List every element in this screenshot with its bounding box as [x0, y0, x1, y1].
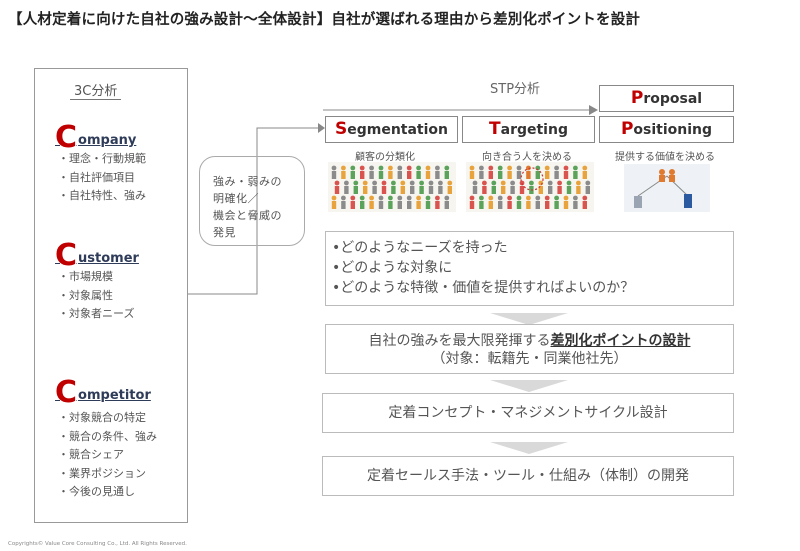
- differentiation-design-box: 自社の強みを最大限発揮する差別化ポイントの設計 （対象：転籍先・同業他社先）: [325, 324, 734, 374]
- copyright: Copyrights© Value Core Consulting Co., L…: [8, 541, 187, 547]
- people-segmentation-icon: [328, 162, 456, 212]
- proposal-rest: roposal: [643, 91, 703, 107]
- competitor-list: 対象競合の特定 競合の条件、強み 競合シェア 業界ポジション 今後の見通し: [58, 409, 157, 502]
- retention-concept-box: 定着コンセプト・マネジメントサイクル設計: [322, 393, 734, 433]
- swot-line: 発見: [213, 226, 236, 239]
- targeting-sub: 向き合う人を決める: [482, 152, 572, 163]
- list-item: 自社特性、強み: [58, 187, 146, 206]
- competitor-rest: ompetitor: [78, 388, 151, 403]
- list-item: 自社評価項目: [58, 169, 146, 188]
- competitor-initial: C: [55, 375, 78, 410]
- targeting-rest: argeting: [500, 122, 568, 138]
- list-item: 競合シェア: [58, 446, 157, 465]
- company-list: 理念・行動規範 自社評価項目 自社特性、強み: [58, 150, 146, 206]
- analysis-3c-box: [34, 68, 188, 523]
- positioning-box: Positioning: [599, 116, 734, 143]
- differentiation-emphasis: 差別化ポイントの設計: [550, 333, 691, 349]
- targeting-box: Targeting: [462, 116, 595, 143]
- customer-heading: Customer: [55, 238, 139, 273]
- connector-analysis-to-stp: [199, 127, 318, 295]
- competitor-heading: Competitor: [55, 375, 151, 410]
- list-item: 対象属性: [58, 287, 134, 306]
- list-item: 対象競合の特定: [58, 409, 157, 428]
- page-title: 【人材定着に向けた自社の強み設計～全体設計】自社が選ばれる理由から差別化ポイント…: [8, 12, 641, 28]
- positioning-network-icon: [624, 164, 710, 212]
- swot-line: 明確化／: [213, 192, 259, 205]
- question-item: どのようなニーズを持った: [332, 238, 733, 258]
- swot-line: 機会と脅威の: [213, 209, 282, 222]
- customer-list: 市場規模 対象属性 対象者ニーズ: [58, 268, 134, 324]
- company-heading: Company: [55, 120, 136, 155]
- retention-sales-box: 定着セールス手法・ツール・仕組み（体制）の開発: [322, 456, 734, 496]
- list-item: 業界ポジション: [58, 465, 157, 484]
- swot-line: 強み・弱みの: [213, 175, 282, 188]
- arrowhead-to-segmentation: [318, 123, 325, 133]
- proposal-box: Proposal: [599, 85, 734, 112]
- down-arrow-2: [490, 380, 568, 392]
- segmentation-rest: egmentation: [347, 122, 449, 138]
- customer-initial: C: [55, 238, 78, 273]
- company-rest: ompany: [78, 133, 137, 148]
- question-item: どのような特徴・価値を提供すればよいのか？: [332, 278, 733, 298]
- analysis-3c-label: 3C分析: [70, 80, 122, 100]
- down-arrow-1: [490, 313, 568, 325]
- list-item: 競合の条件、強み: [58, 428, 157, 447]
- swot-insight-box: 強み・弱みの 明確化／ 機会と脅威の 発見: [199, 156, 305, 246]
- targeting-initial: T: [489, 119, 501, 139]
- question-item: どのような対象に: [332, 258, 733, 278]
- positioning-sub: 提供する価値を決める: [615, 152, 715, 163]
- differentiation-prefix: 自社の強みを最大限発揮する: [368, 333, 551, 349]
- segmentation-initial: S: [334, 119, 348, 139]
- people-targeting-icon: [466, 162, 594, 212]
- list-item: 今後の見通し: [58, 483, 157, 502]
- segmentation-sub: 顧客の分類化: [355, 152, 415, 163]
- positioning-rest: ositioning: [633, 122, 713, 138]
- questions-box: どのようなニーズを持った どのような対象に どのような特徴・価値を提供すればよい…: [325, 231, 734, 306]
- segmentation-box: Segmentation: [325, 116, 458, 143]
- list-item: 理念・行動規範: [58, 150, 146, 169]
- differentiation-sub: （対象：転籍先・同業他社先）: [431, 351, 628, 367]
- proposal-initial: P: [630, 88, 644, 108]
- positioning-initial: P: [620, 119, 634, 139]
- down-arrow-3: [490, 442, 568, 454]
- stp-arrowhead: [589, 105, 598, 115]
- list-item: 市場規模: [58, 268, 134, 287]
- customer-rest: ustomer: [78, 251, 139, 266]
- list-item: 対象者ニーズ: [58, 305, 134, 324]
- company-initial: C: [55, 120, 78, 155]
- stp-label: STP分析: [490, 82, 541, 97]
- differentiation-heading: 自社の強みを最大限発揮する差別化ポイントの設計: [326, 332, 733, 350]
